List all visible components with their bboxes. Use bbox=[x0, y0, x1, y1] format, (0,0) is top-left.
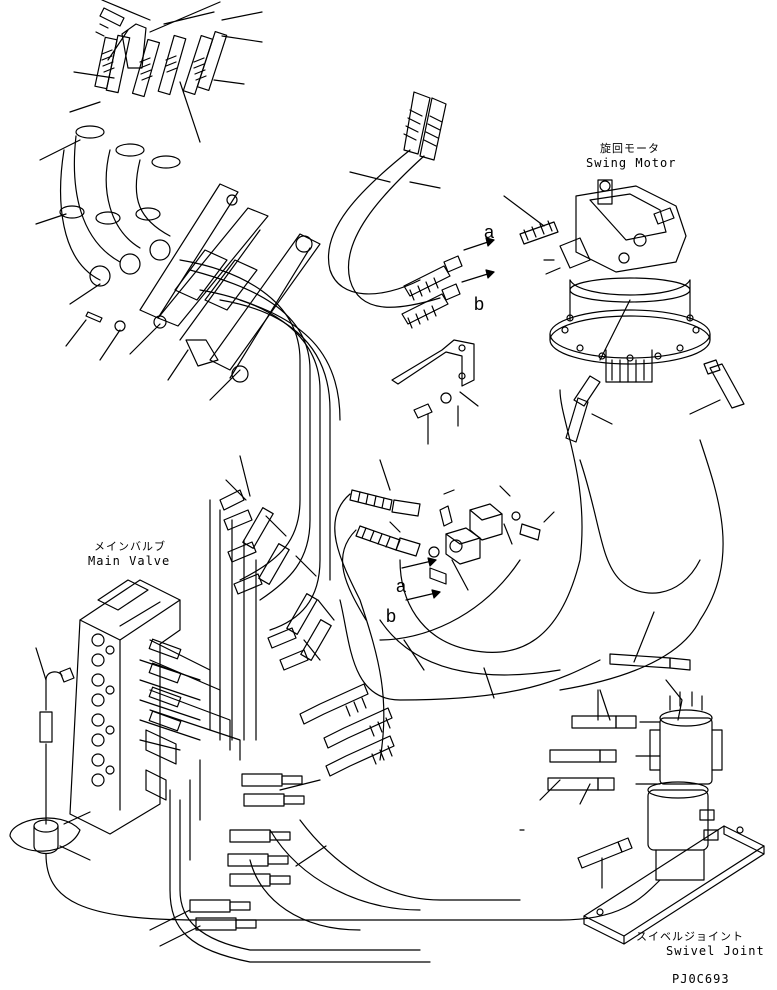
callout-b-top: b bbox=[474, 294, 485, 314]
hose-end-2 bbox=[108, 24, 146, 68]
middle-hoses bbox=[335, 460, 554, 760]
swivel-joint bbox=[520, 612, 764, 944]
main-valve bbox=[10, 580, 200, 860]
valve-ports bbox=[92, 634, 114, 786]
callout-a-mid: a bbox=[396, 576, 407, 596]
callout-b-mid: b bbox=[386, 606, 397, 626]
bracket-assembly bbox=[392, 340, 478, 444]
hose-routing bbox=[46, 260, 723, 962]
misc-leaders bbox=[600, 690, 610, 720]
swing-motor bbox=[504, 180, 744, 442]
main-valve-label-en: Main Valve bbox=[88, 554, 171, 568]
main-valve-label-jp: メインバルブ bbox=[94, 540, 166, 553]
hose-end-1 bbox=[96, 8, 124, 36]
top-left-hose-fittings bbox=[36, 0, 262, 304]
part-code: PJ0C693 bbox=[672, 972, 730, 986]
valve-hose-fittings bbox=[150, 456, 394, 946]
callout-a-top: a bbox=[484, 222, 495, 242]
center-top-hoses bbox=[328, 92, 494, 328]
swivel-joint-label-en: Swivel Joint bbox=[666, 944, 765, 958]
swivel-joint-label-jp: スイベルジョイント bbox=[636, 930, 744, 943]
swing-motor-label-en: Swing Motor bbox=[586, 156, 677, 170]
manifold-block-assembly bbox=[66, 184, 320, 400]
swing-motor-label-jp: 旋回モータ bbox=[600, 142, 660, 155]
